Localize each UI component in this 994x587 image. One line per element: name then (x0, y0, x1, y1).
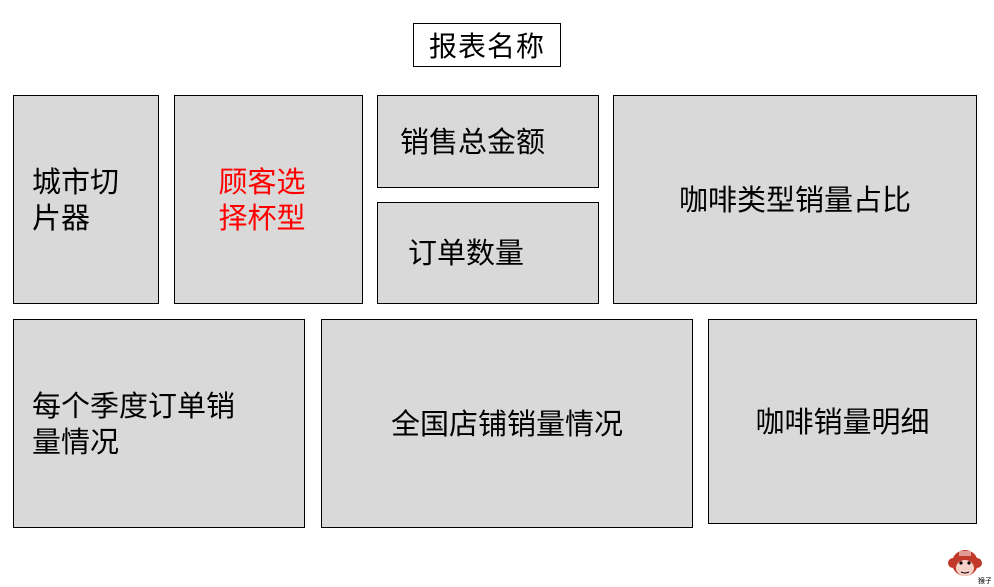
total-sales-amount-label: 销售总金额 (400, 124, 546, 159)
quarterly-sales-panel: 每个季度订单销量情况 (13, 319, 305, 528)
svg-text:猴子: 猴子 (978, 576, 991, 585)
coffee-sales-detail-label: 咖啡销量明细 (755, 404, 930, 439)
total-sales-amount-panel: 销售总金额 (377, 95, 599, 188)
coffee-type-share-panel: 咖啡类型销量占比 (613, 95, 977, 304)
order-count-panel: 订单数量 (377, 202, 599, 304)
national-store-sales-panel: 全国店铺销量情况 (321, 319, 693, 528)
national-store-sales-label: 全国店铺销量情况 (390, 406, 623, 441)
city-slicer-panel[interactable]: 城市切片器 (13, 95, 159, 304)
monkey-logo-icon: 猴子 (948, 550, 991, 585)
quarterly-sales-label: 每个季度订单销量情况 (32, 388, 236, 459)
customer-cup-selection-label: 顾客选择杯型 (218, 164, 306, 235)
report-title: 报表名称 (413, 23, 561, 67)
city-slicer-label: 城市切片器 (32, 164, 120, 235)
order-count-label: 订单数量 (408, 236, 525, 270)
coffee-type-share-label: 咖啡类型销量占比 (678, 182, 911, 217)
customer-cup-selection-panel[interactable]: 顾客选择杯型 (174, 95, 363, 304)
coffee-sales-detail-panel: 咖啡销量明细 (708, 319, 977, 524)
